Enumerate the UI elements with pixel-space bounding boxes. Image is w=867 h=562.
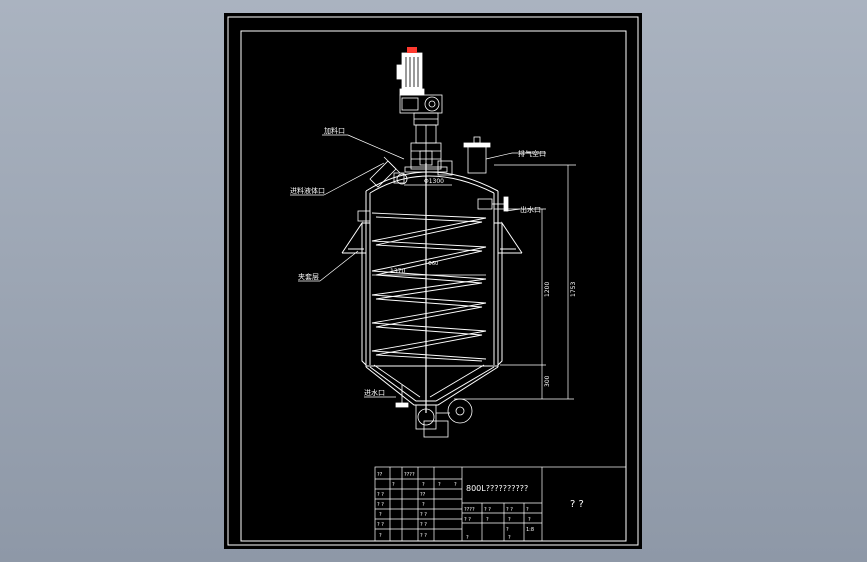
technical-drawing: 加料口 排气空口 进料液体口 出水口 夹套层 进水口 Φ1300 1370 Φ6… [227,16,639,546]
ribbon-agitator [371,212,487,398]
title-block-title: 800L?????????? [466,484,528,493]
dim-inner-width: 1370 [390,268,405,275]
label-vent-port: 排气空口 [518,149,546,158]
tb-cell: ? [422,482,425,488]
tb-cell: ? [379,512,382,518]
title-block-subtitle: ? ? [570,499,584,510]
label-water-in-port: 进水口 [364,388,385,397]
tb-cell: ? [508,535,511,541]
motor [396,47,425,96]
dim-top-diameter: Φ1300 [424,178,444,185]
tb-cell: ? [392,482,395,488]
label-water-out-port: 出水口 [520,205,541,214]
tb-cell: ???? [464,507,475,513]
label-jacket: 夹套层 [298,272,319,281]
tb-cell: ? ? [420,522,427,528]
tb-cell: ? [508,517,511,523]
tb-cell: ? ? [377,492,384,498]
tb-cell: ? [438,482,441,488]
dim-shaft-diameter: Φ60 [428,261,438,267]
tb-cell: ?? [377,472,383,478]
tb-cell: ???? [404,472,415,478]
tb-cell: ? [454,482,457,488]
title-block [374,466,627,542]
tb-cell: ? ? [420,533,427,539]
tb-cell: ? ? [484,507,491,513]
bottom-valve [395,385,473,438]
tb-cell: ? [526,507,529,513]
tb-cell: 1:8 [526,527,534,533]
tb-cell: ? [506,527,509,533]
tb-cell: ?? [420,492,426,498]
label-feed-in-port: 进料液体口 [290,186,325,195]
dim-cone-height: 300 [544,375,551,387]
tb-cell: ? [486,517,489,523]
gearbox [399,94,443,126]
tb-cell: ? ? [377,522,384,528]
tb-cell: ? [528,517,531,523]
label-feed-port: 加料口 [324,126,345,135]
tb-cell: ? ? [506,507,513,513]
tb-cell: ? [422,502,425,508]
drawing-sheet: 加料口 排气空口 进料液体口 出水口 夹套层 进水口 Φ1300 1370 Φ6… [224,13,642,549]
dim-straight-height: 1200 [544,282,551,297]
title-block-cells: ?? ???? ? ? ? ? ? ? ?? ? ? ? ? ? ? ? ? ?… [377,472,534,541]
dim-total-height: 1753 [570,282,577,297]
tb-cell: ? [466,535,469,541]
tb-cell: ? ? [464,517,471,523]
tb-cell: ? ? [420,512,427,518]
dimension-lines [372,164,576,400]
leader-lines [290,134,546,398]
vessel [341,163,523,413]
outer-frame [227,16,639,546]
top-nozzles [357,136,509,222]
tb-cell: ? [379,533,382,539]
tb-cell: ? ? [377,502,384,508]
